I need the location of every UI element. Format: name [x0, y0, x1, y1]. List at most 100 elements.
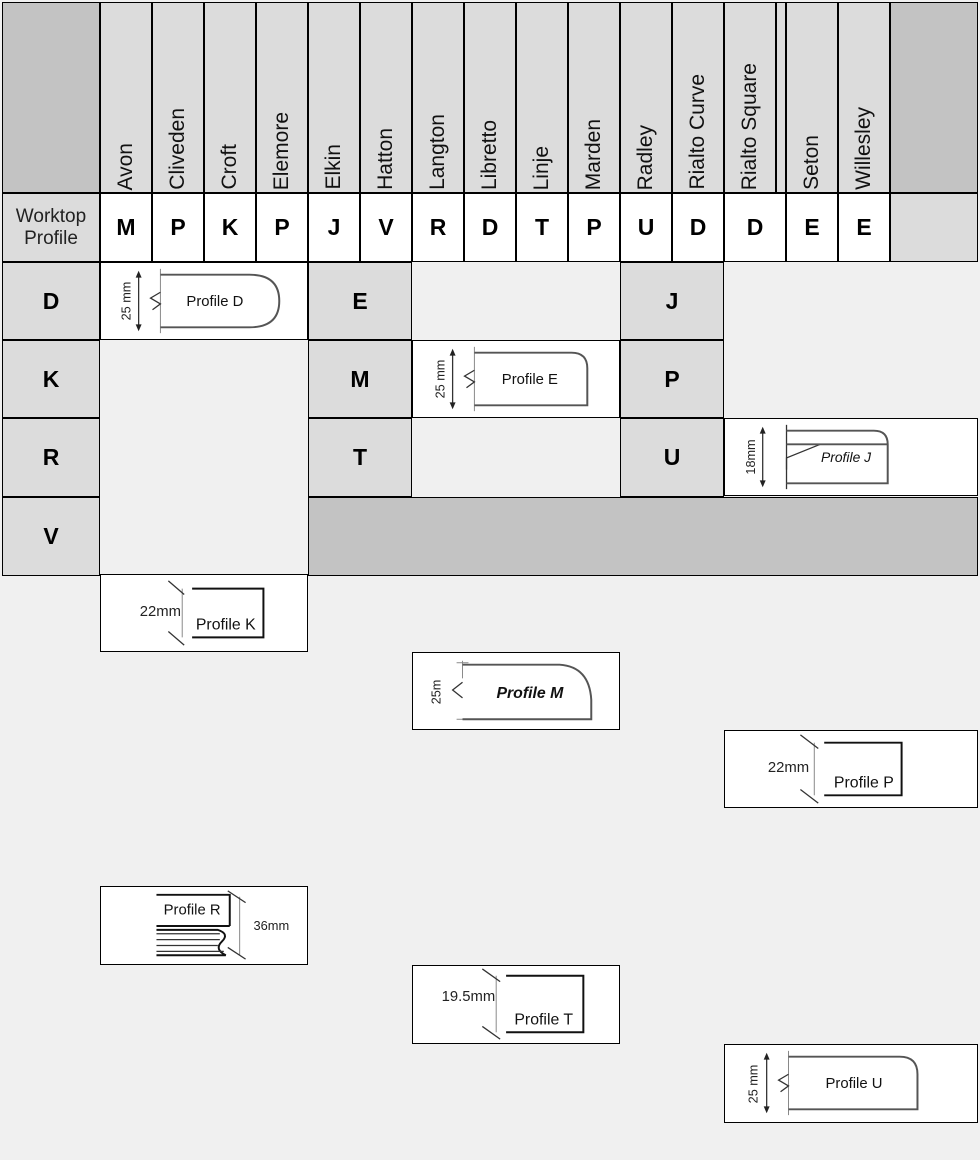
dimension-label: 25 mm — [119, 282, 134, 321]
profile-span-letter: J — [665, 287, 679, 314]
profile-span-letter-e: E — [308, 262, 412, 340]
column-header-hatton: Hatton — [360, 2, 412, 193]
dimension-label: 25m — [429, 680, 444, 705]
column-header-label: Avon — [114, 142, 137, 191]
corner-label-line1: Worktop — [15, 205, 87, 227]
column-header-elemore: Elemore — [256, 2, 308, 193]
profile-drawing-p: 22mm Profile P — [724, 730, 978, 808]
profile-code-row-trailing-blank — [890, 193, 978, 262]
column-header-label: Radley — [634, 124, 657, 190]
column-header-label: Rialto Curve — [686, 74, 709, 190]
column-header-libretto: Libretto — [464, 2, 516, 193]
profile-span-letter: M — [350, 365, 370, 392]
profile-code-elemore: P — [256, 193, 308, 262]
column-header-label: Marden — [582, 118, 605, 190]
profile-span-letter-u: U — [620, 418, 724, 497]
dimension-label: 25 mm — [746, 1065, 761, 1104]
profile-code: T — [534, 214, 550, 240]
row-label-v: V — [2, 497, 100, 576]
profile-code-linje: T — [516, 193, 568, 262]
column-header-elkin: Elkin — [308, 2, 360, 193]
column-header-marden: Marden — [568, 2, 620, 193]
profile-code: D — [689, 214, 707, 240]
profile-code-elkin: J — [308, 193, 360, 262]
column-header-label: Hatton — [374, 128, 397, 190]
column-header-label: Libretto — [478, 119, 501, 190]
profile-drawing-label: Profile P — [834, 775, 894, 792]
header-corner-blank — [2, 2, 100, 193]
column-header-label: Croft — [218, 144, 241, 190]
profile-span-letter-t: T — [308, 418, 412, 497]
row-label: V — [43, 523, 59, 549]
profile-code: P — [274, 214, 290, 240]
profile-drawing-label: Profile M — [496, 685, 564, 702]
column-header-label: Rialto Square — [738, 62, 761, 190]
row-label-d: D — [2, 262, 100, 340]
profile-code-willesley: E — [838, 193, 890, 262]
profile-code-libretto: D — [464, 193, 516, 262]
profile-code-marden: P — [568, 193, 620, 262]
column-header-rialto-square: Rialto Square — [724, 2, 776, 193]
row-label: D — [42, 287, 60, 314]
profile-code-rialto-curve: D — [672, 193, 724, 262]
row-label: K — [42, 365, 60, 392]
profile-span-letter: E — [352, 287, 368, 314]
row-label-k: K — [2, 340, 100, 418]
column-header-willesley: Willesley — [838, 2, 890, 193]
column-header-croft: Croft — [204, 2, 256, 193]
profile-code-avon: M — [100, 193, 152, 262]
profile-code: M — [116, 214, 136, 240]
profile-code: E — [804, 214, 820, 240]
column-header-seton: Seton — [786, 2, 838, 193]
column-header-avon: Avon — [100, 2, 152, 193]
column-header-label: Willesley — [852, 107, 875, 190]
profile-span-letter-j: J — [620, 262, 724, 340]
profile-drawing-j: 18mm Profile J — [724, 418, 978, 496]
profile-code-radley: U — [620, 193, 672, 262]
column-header-label: Seton — [800, 135, 823, 190]
profile-drawing-label: Profile D — [186, 294, 243, 310]
profile-drawing-r: 36mm Profile R — [100, 886, 308, 965]
profile-code-croft: K — [204, 193, 256, 262]
column-header-cliveden: Cliveden — [152, 2, 204, 193]
profile-code: K — [221, 214, 239, 240]
worktop-profile-table: Avon Cliveden Croft Elemore Elkin Hatton… — [2, 2, 978, 1123]
profile-code: P — [586, 214, 602, 240]
profile-code-hatton: V — [360, 193, 412, 262]
column-header-label: Elkin — [322, 144, 345, 190]
profile-code: D — [481, 214, 499, 240]
profile-drawing-label: Profile K — [196, 617, 256, 634]
row-label-r: R — [2, 418, 100, 497]
profile-drawing-label: Profile E — [502, 372, 558, 388]
profile-span-letter-p: P — [620, 340, 724, 418]
column-header-label: Cliveden — [166, 108, 189, 190]
dimension-label: 19.5mm — [442, 989, 496, 1005]
profile-code: J — [327, 214, 341, 240]
column-header-langton: Langton — [412, 2, 464, 193]
dimension-label: 18mm — [743, 439, 758, 474]
profile-code-cliveden: P — [152, 193, 204, 262]
profile-code-rialto-square: D — [724, 193, 786, 262]
profile-code: U — [637, 214, 655, 240]
profile-drawing-label: Profile J — [821, 450, 871, 465]
profile-code-seton: E — [786, 193, 838, 262]
column-header-rialto-curve: Rialto Curve — [672, 2, 724, 193]
profile-code-langton: R — [412, 193, 464, 262]
dimension-label: 36mm — [253, 918, 289, 933]
dimension-label: 22mm — [768, 760, 809, 776]
profile-code: E — [856, 214, 872, 240]
profile-span-letter-m: M — [308, 340, 412, 418]
profile-drawing-e: 25 mm Profile E — [412, 340, 620, 418]
profile-span-letter: U — [663, 444, 681, 470]
profile-span-letter: T — [352, 444, 368, 470]
dimension-label: 22mm — [140, 604, 181, 620]
profile-drawing-u: 25 mm Profile U — [724, 1044, 978, 1123]
column-header-label: Langton — [426, 114, 449, 190]
profile-code: V — [378, 214, 394, 240]
worktop-profile-row-label: Worktop Profile — [2, 193, 100, 262]
profile-drawing-label: Profile T — [514, 1012, 573, 1029]
profile-code: P — [170, 214, 186, 240]
profile-drawing-label: Profile R — [164, 902, 221, 918]
column-header-radley: Radley — [620, 2, 672, 193]
column-header-label: Elemore — [270, 111, 293, 190]
